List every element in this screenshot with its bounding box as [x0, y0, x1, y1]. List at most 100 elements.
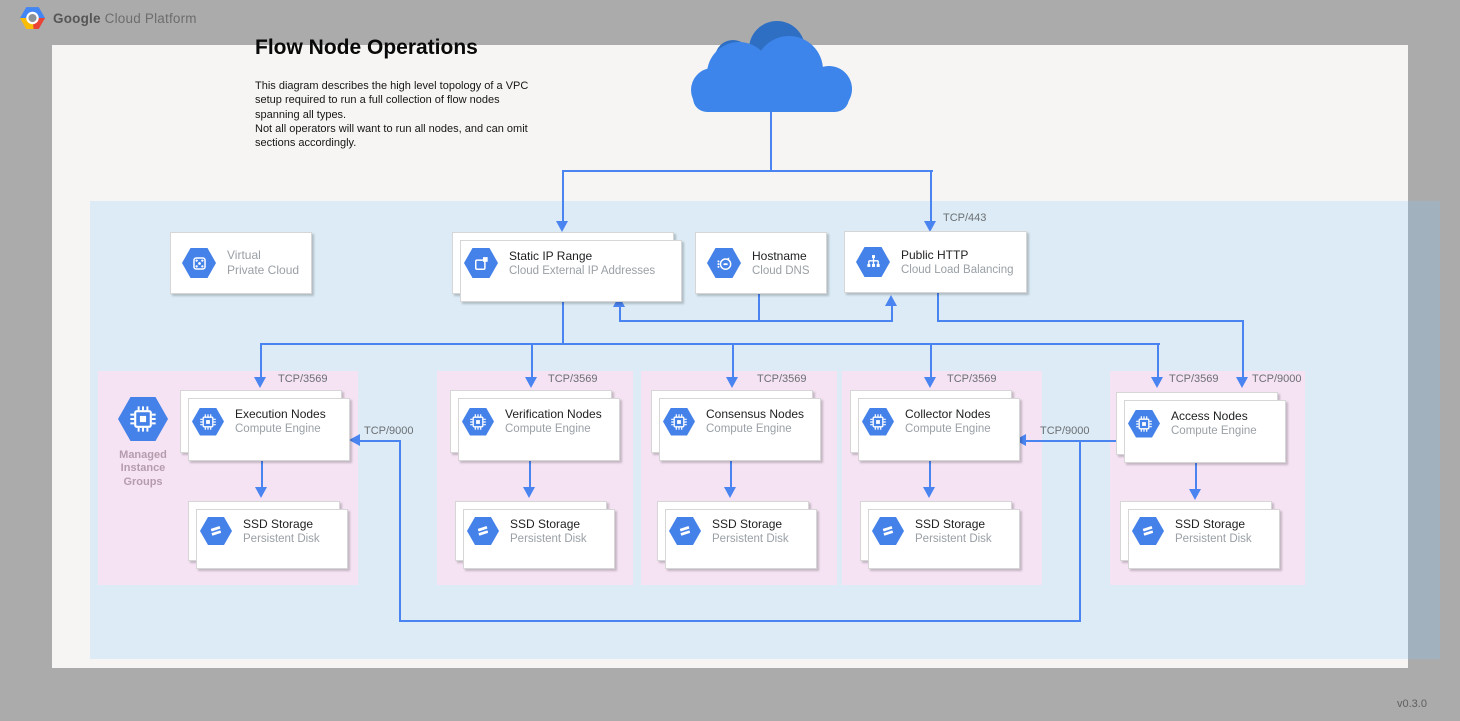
- arrowhead-verification-storage: [523, 487, 535, 498]
- card-title: Verification Nodes: [505, 407, 602, 421]
- arrowhead-access-3569: [1151, 377, 1163, 388]
- version-label: v0.3.0: [1397, 698, 1427, 710]
- edge-drop-verification: [531, 343, 533, 379]
- edge-http-down: [937, 292, 939, 322]
- card-title: Execution Nodes: [235, 407, 326, 421]
- arrowhead-into-static-ip: [556, 221, 568, 232]
- access-nodes-card: Access Nodes Compute Engine: [1116, 392, 1286, 463]
- card-title: Consensus Nodes: [706, 407, 805, 421]
- persistent-disk-icon: [200, 517, 232, 545]
- page-title: Flow Node Operations: [255, 36, 478, 59]
- card-title: SSD Storage: [243, 516, 314, 531]
- load-balancer-icon: [856, 247, 890, 277]
- arrowhead-into-collector: [1015, 434, 1026, 446]
- page-description: This diagram describes the high level to…: [255, 80, 529, 150]
- hostname-card: Hostname Cloud DNS: [695, 232, 827, 294]
- edge-cloud-stem: [770, 112, 772, 171]
- edge-up-public-http: [891, 305, 893, 322]
- edge-cloud-split: [563, 170, 933, 172]
- cloud-dns-icon: [707, 248, 741, 278]
- vpc-card-label: Virtual Private Cloud: [227, 248, 300, 277]
- header-brand: Google Cloud Platform: [20, 7, 197, 29]
- card-title: Access Nodes: [1171, 409, 1248, 423]
- card-subtitle: Cloud DNS: [752, 264, 810, 277]
- arrowhead-verification: [525, 377, 537, 388]
- edge-to-static-ip: [562, 170, 564, 222]
- edge-execution-storage: [261, 461, 263, 488]
- edge-drop-consensus: [732, 343, 734, 379]
- arrowhead-execution-storage: [255, 487, 267, 498]
- gcp-logo-icon: [20, 7, 45, 29]
- port-label-tcp443: TCP/443: [943, 212, 987, 224]
- edge-collector-storage: [929, 461, 931, 488]
- arrowhead-collector: [924, 377, 936, 388]
- edge-up-static-ip: [619, 306, 621, 322]
- edge-verification-storage: [529, 461, 531, 488]
- port-label-tcp3569-execution: TCP/3569: [278, 373, 328, 385]
- card-subtitle: Persistent Disk: [243, 532, 320, 545]
- public-http-card: Public HTTP Cloud Load Balancing: [844, 231, 1027, 293]
- compute-engine-icon: [1128, 409, 1160, 438]
- card-subtitle: Compute Engine: [505, 423, 591, 435]
- arrowhead-into-public-http: [924, 221, 936, 232]
- card-title: Public HTTP: [901, 247, 969, 262]
- persistent-disk-icon: [1132, 517, 1164, 545]
- edge-feedback-bottom: [399, 620, 1081, 622]
- arrowhead-consensus: [726, 377, 738, 388]
- edge-static-ip-down: [562, 300, 564, 345]
- edge-consensus-storage: [730, 461, 732, 488]
- card-title: Hostname: [752, 248, 807, 263]
- port-label-tcp9000-execution: TCP/9000: [364, 425, 414, 437]
- card-title: SSD Storage: [712, 516, 783, 531]
- access-ssd-card: SSD Storage Persistent Disk: [1120, 501, 1280, 569]
- collector-ssd-card: SSD Storage Persistent Disk: [860, 501, 1020, 569]
- persistent-disk-icon: [872, 517, 904, 545]
- execution-nodes-card: Execution Nodes Compute Engine: [180, 390, 350, 461]
- edge-hostname-bus: [620, 320, 893, 322]
- arrowhead-into-execution: [349, 434, 360, 446]
- card-title: Collector Nodes: [905, 407, 991, 421]
- edge-http-to-access: [937, 320, 1244, 322]
- execution-ssd-card: SSD Storage Persistent Disk: [188, 501, 348, 569]
- external-ip-icon: [464, 248, 498, 278]
- arrowhead-consensus-storage: [724, 487, 736, 498]
- compute-engine-icon: [192, 407, 224, 436]
- card-subtitle: Persistent Disk: [510, 532, 587, 545]
- brand-cloud-platform: Cloud Platform: [104, 10, 197, 26]
- edge-to-public-http: [930, 170, 932, 222]
- edge-feedback-down: [1079, 440, 1081, 621]
- port-label-tcp9000-access: TCP/9000: [1252, 373, 1302, 385]
- vpc-icon: [182, 248, 216, 278]
- card-title: SSD Storage: [915, 516, 986, 531]
- card-subtitle: Cloud External IP Addresses: [509, 264, 656, 277]
- edge-drop-execution: [260, 343, 262, 379]
- card-subtitle: Compute Engine: [905, 423, 991, 435]
- card-title: SSD Storage: [1175, 516, 1246, 531]
- brand-text: Google Cloud Platform: [53, 11, 197, 26]
- port-label-tcp3569-verification: TCP/3569: [548, 373, 598, 385]
- port-label-tcp3569-consensus: TCP/3569: [757, 373, 807, 385]
- persistent-disk-icon: [669, 517, 701, 545]
- verification-ssd-card: SSD Storage Persistent Disk: [455, 501, 615, 569]
- arrowhead-collector-storage: [923, 487, 935, 498]
- card-subtitle: Compute Engine: [235, 423, 321, 435]
- edge-access-storage: [1195, 463, 1197, 490]
- card-subtitle: Persistent Disk: [712, 532, 789, 545]
- port-label-tcp3569-collector: TCP/3569: [947, 373, 997, 385]
- card-title: Static IP Range: [509, 248, 593, 263]
- compute-engine-icon: [462, 407, 494, 436]
- collector-nodes-card: Collector Nodes Compute Engine: [850, 390, 1020, 461]
- arrowhead-access-9000: [1236, 377, 1248, 388]
- verification-nodes-card: Verification Nodes Compute Engine: [450, 390, 620, 461]
- card-subtitle: Cloud Load Balancing: [901, 263, 1014, 276]
- card-subtitle: Persistent Disk: [1175, 532, 1252, 545]
- consensus-nodes-card: Consensus Nodes Compute Engine: [651, 390, 821, 461]
- static-ip-range-card: Static IP Range Cloud External IP Addres…: [452, 232, 682, 302]
- compute-engine-icon: [663, 407, 695, 436]
- edge-drop-access: [1157, 343, 1159, 379]
- edge-into-execution: [358, 440, 400, 442]
- card-subtitle: Compute Engine: [706, 423, 792, 435]
- internet-cloud-icon: [681, 16, 861, 113]
- card-subtitle: Persistent Disk: [915, 532, 992, 545]
